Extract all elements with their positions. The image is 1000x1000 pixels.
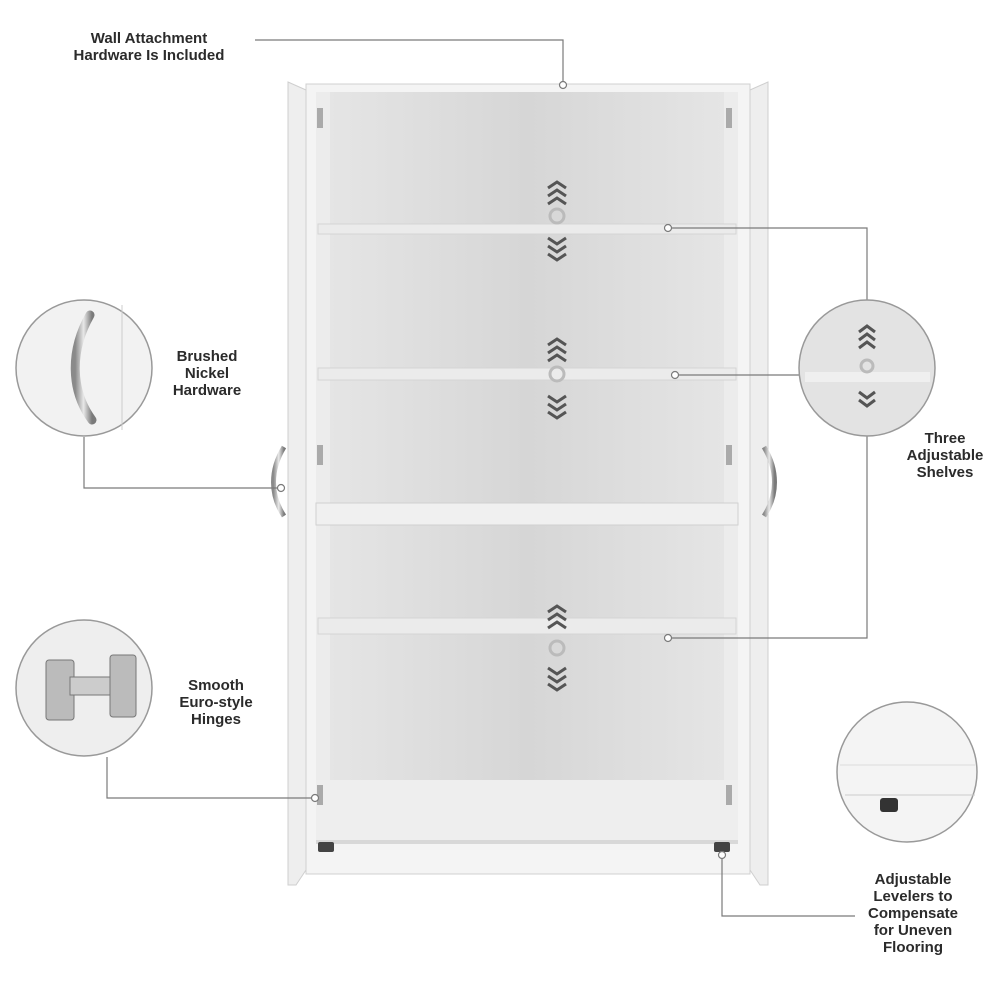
callout-adjustable-shelves: Three Adjustable Shelves (906, 430, 984, 481)
detail-hinge (15, 619, 153, 757)
detail-leveler (836, 701, 978, 843)
shelf (317, 367, 737, 381)
shelf (317, 617, 737, 635)
fixed-shelf (315, 502, 739, 526)
callout-levelers: Adjustable Levelers to Compensate for Un… (867, 871, 959, 956)
detail-hardware (15, 299, 153, 437)
detail-shelf-pins (798, 299, 936, 437)
leveler-foot (714, 842, 730, 852)
leveler-foot (318, 842, 334, 852)
callout-wall-attachment: Wall Attachment Hardware Is Included (73, 30, 225, 64)
callout-lines (83, 39, 868, 917)
cabinet (271, 81, 777, 886)
door-handle (271, 445, 287, 518)
door-handle (761, 445, 777, 518)
shelf-adjust-arrows (547, 180, 567, 692)
shelf (317, 223, 737, 235)
callout-brushed-nickel: Brushed Nickel Hardware (172, 348, 242, 399)
callout-euro-hinges: Smooth Euro-style Hinges (179, 677, 253, 728)
